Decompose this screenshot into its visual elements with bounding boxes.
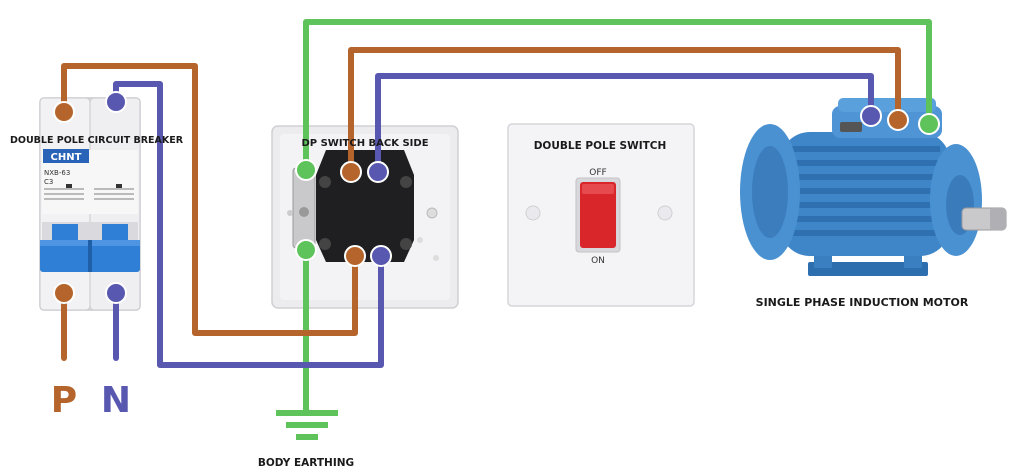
breaker-neutral-top-terminal <box>105 91 127 113</box>
phase-wire-in <box>61 63 358 336</box>
breaker-phase-top-terminal <box>53 101 75 123</box>
switch-line-neutral-terminal <box>370 245 392 267</box>
neutral-label: N <box>101 380 131 421</box>
switch-terminal-block <box>316 150 414 262</box>
breaker-neutral-bottom-terminal <box>105 282 127 304</box>
wires <box>61 19 932 413</box>
phase-wire-out <box>348 47 901 175</box>
switch-load-phase-terminal <box>340 161 362 183</box>
switch-earth-bottom-terminal <box>295 239 317 261</box>
rating-text: C3 <box>44 178 53 186</box>
breaker-label: DOUBLE POLE CIRCUIT BREAKER <box>10 135 184 146</box>
switch-load-neutral-terminal <box>367 161 389 183</box>
neutral-wire-out <box>375 73 874 175</box>
motor-label: SINGLE PHASE INDUCTION MOTOR <box>756 296 969 309</box>
switch-back-label: DP SWITCH BACK SIDE <box>301 138 428 149</box>
induction-motor <box>740 98 1007 276</box>
phase-label: P <box>51 380 77 421</box>
switch-rocker <box>580 182 616 248</box>
breaker-phase-bottom-terminal <box>53 282 75 304</box>
earth-symbol-icon <box>276 410 338 440</box>
motor-phase-terminal <box>887 109 909 131</box>
model-text: NXB-63 <box>44 169 70 177</box>
earth-label: BODY EARTHING <box>258 457 354 469</box>
brand-text: CHNT <box>51 152 82 163</box>
switch-front-label: DOUBLE POLE SWITCH <box>534 140 667 152</box>
motor-neutral-terminal <box>860 105 882 127</box>
switch-earth-top-terminal <box>295 159 317 181</box>
circuit-breaker: CHNT NXB-63 C3 <box>39 97 141 311</box>
switch-line-phase-terminal <box>344 245 366 267</box>
terminals <box>53 91 940 304</box>
switch-on-label: ON <box>591 256 605 266</box>
motor-earth-terminal <box>918 113 940 135</box>
switch-off-label: OFF <box>589 168 606 178</box>
switch-back-plate <box>271 125 459 309</box>
earth-wire-motor <box>303 19 932 173</box>
neutral-wire-in <box>113 81 384 368</box>
brand-plate <box>43 149 89 163</box>
switch-front-plate <box>507 123 695 307</box>
